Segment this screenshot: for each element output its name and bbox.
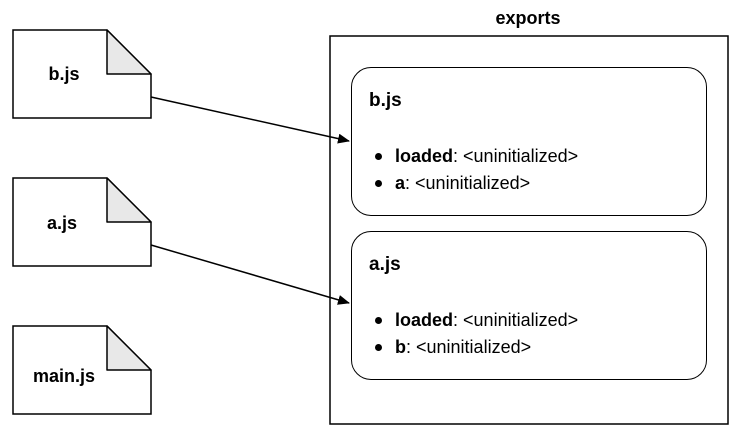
module-exports-a-js: a.js loaded: <uninitialized> b: <uniniti… bbox=[351, 231, 707, 380]
module-title-b-js: b.js bbox=[369, 90, 402, 111]
file-icon-b-js: b.js bbox=[12, 29, 152, 119]
export-list-b-js: loaded: <uninitialized> a: <uninitialize… bbox=[369, 143, 578, 197]
file-label-b-js: b.js bbox=[48, 64, 79, 84]
export-item: loaded: <uninitialized> bbox=[374, 307, 579, 334]
export-item: b: <uninitialized> bbox=[374, 334, 578, 361]
export-item: loaded: <uninitialized> bbox=[374, 143, 579, 170]
file-icon-main-js: main.js bbox=[12, 325, 152, 415]
file-label-main-js: main.js bbox=[33, 366, 95, 386]
export-item: a: <uninitialized> bbox=[374, 170, 578, 197]
arrow-a-js-to-exports bbox=[150, 244, 350, 305]
module-exports-b-js: b.js loaded: <uninitialized> a: <uniniti… bbox=[351, 67, 707, 216]
export-value: <uninitialized> bbox=[415, 173, 531, 193]
export-name: loaded bbox=[395, 310, 454, 330]
export-name: a bbox=[395, 173, 406, 193]
export-separator: : bbox=[453, 310, 464, 330]
export-value: <uninitialized> bbox=[416, 337, 532, 357]
export-name: loaded bbox=[395, 146, 454, 166]
export-value: <uninitialized> bbox=[463, 310, 579, 330]
export-list-a-js: loaded: <uninitialized> b: <uninitialize… bbox=[369, 307, 578, 361]
export-separator: : bbox=[405, 173, 416, 193]
file-icon-a-js: a.js bbox=[12, 177, 152, 267]
arrow-b-js-to-exports bbox=[150, 96, 350, 144]
export-value: <uninitialized> bbox=[463, 146, 579, 166]
exports-title: exports bbox=[495, 8, 560, 28]
export-name: b bbox=[395, 337, 406, 357]
export-separator: : bbox=[406, 337, 417, 357]
module-title-a-js: a.js bbox=[369, 254, 401, 275]
file-label-a-js: a.js bbox=[47, 213, 77, 233]
export-separator: : bbox=[453, 146, 464, 166]
